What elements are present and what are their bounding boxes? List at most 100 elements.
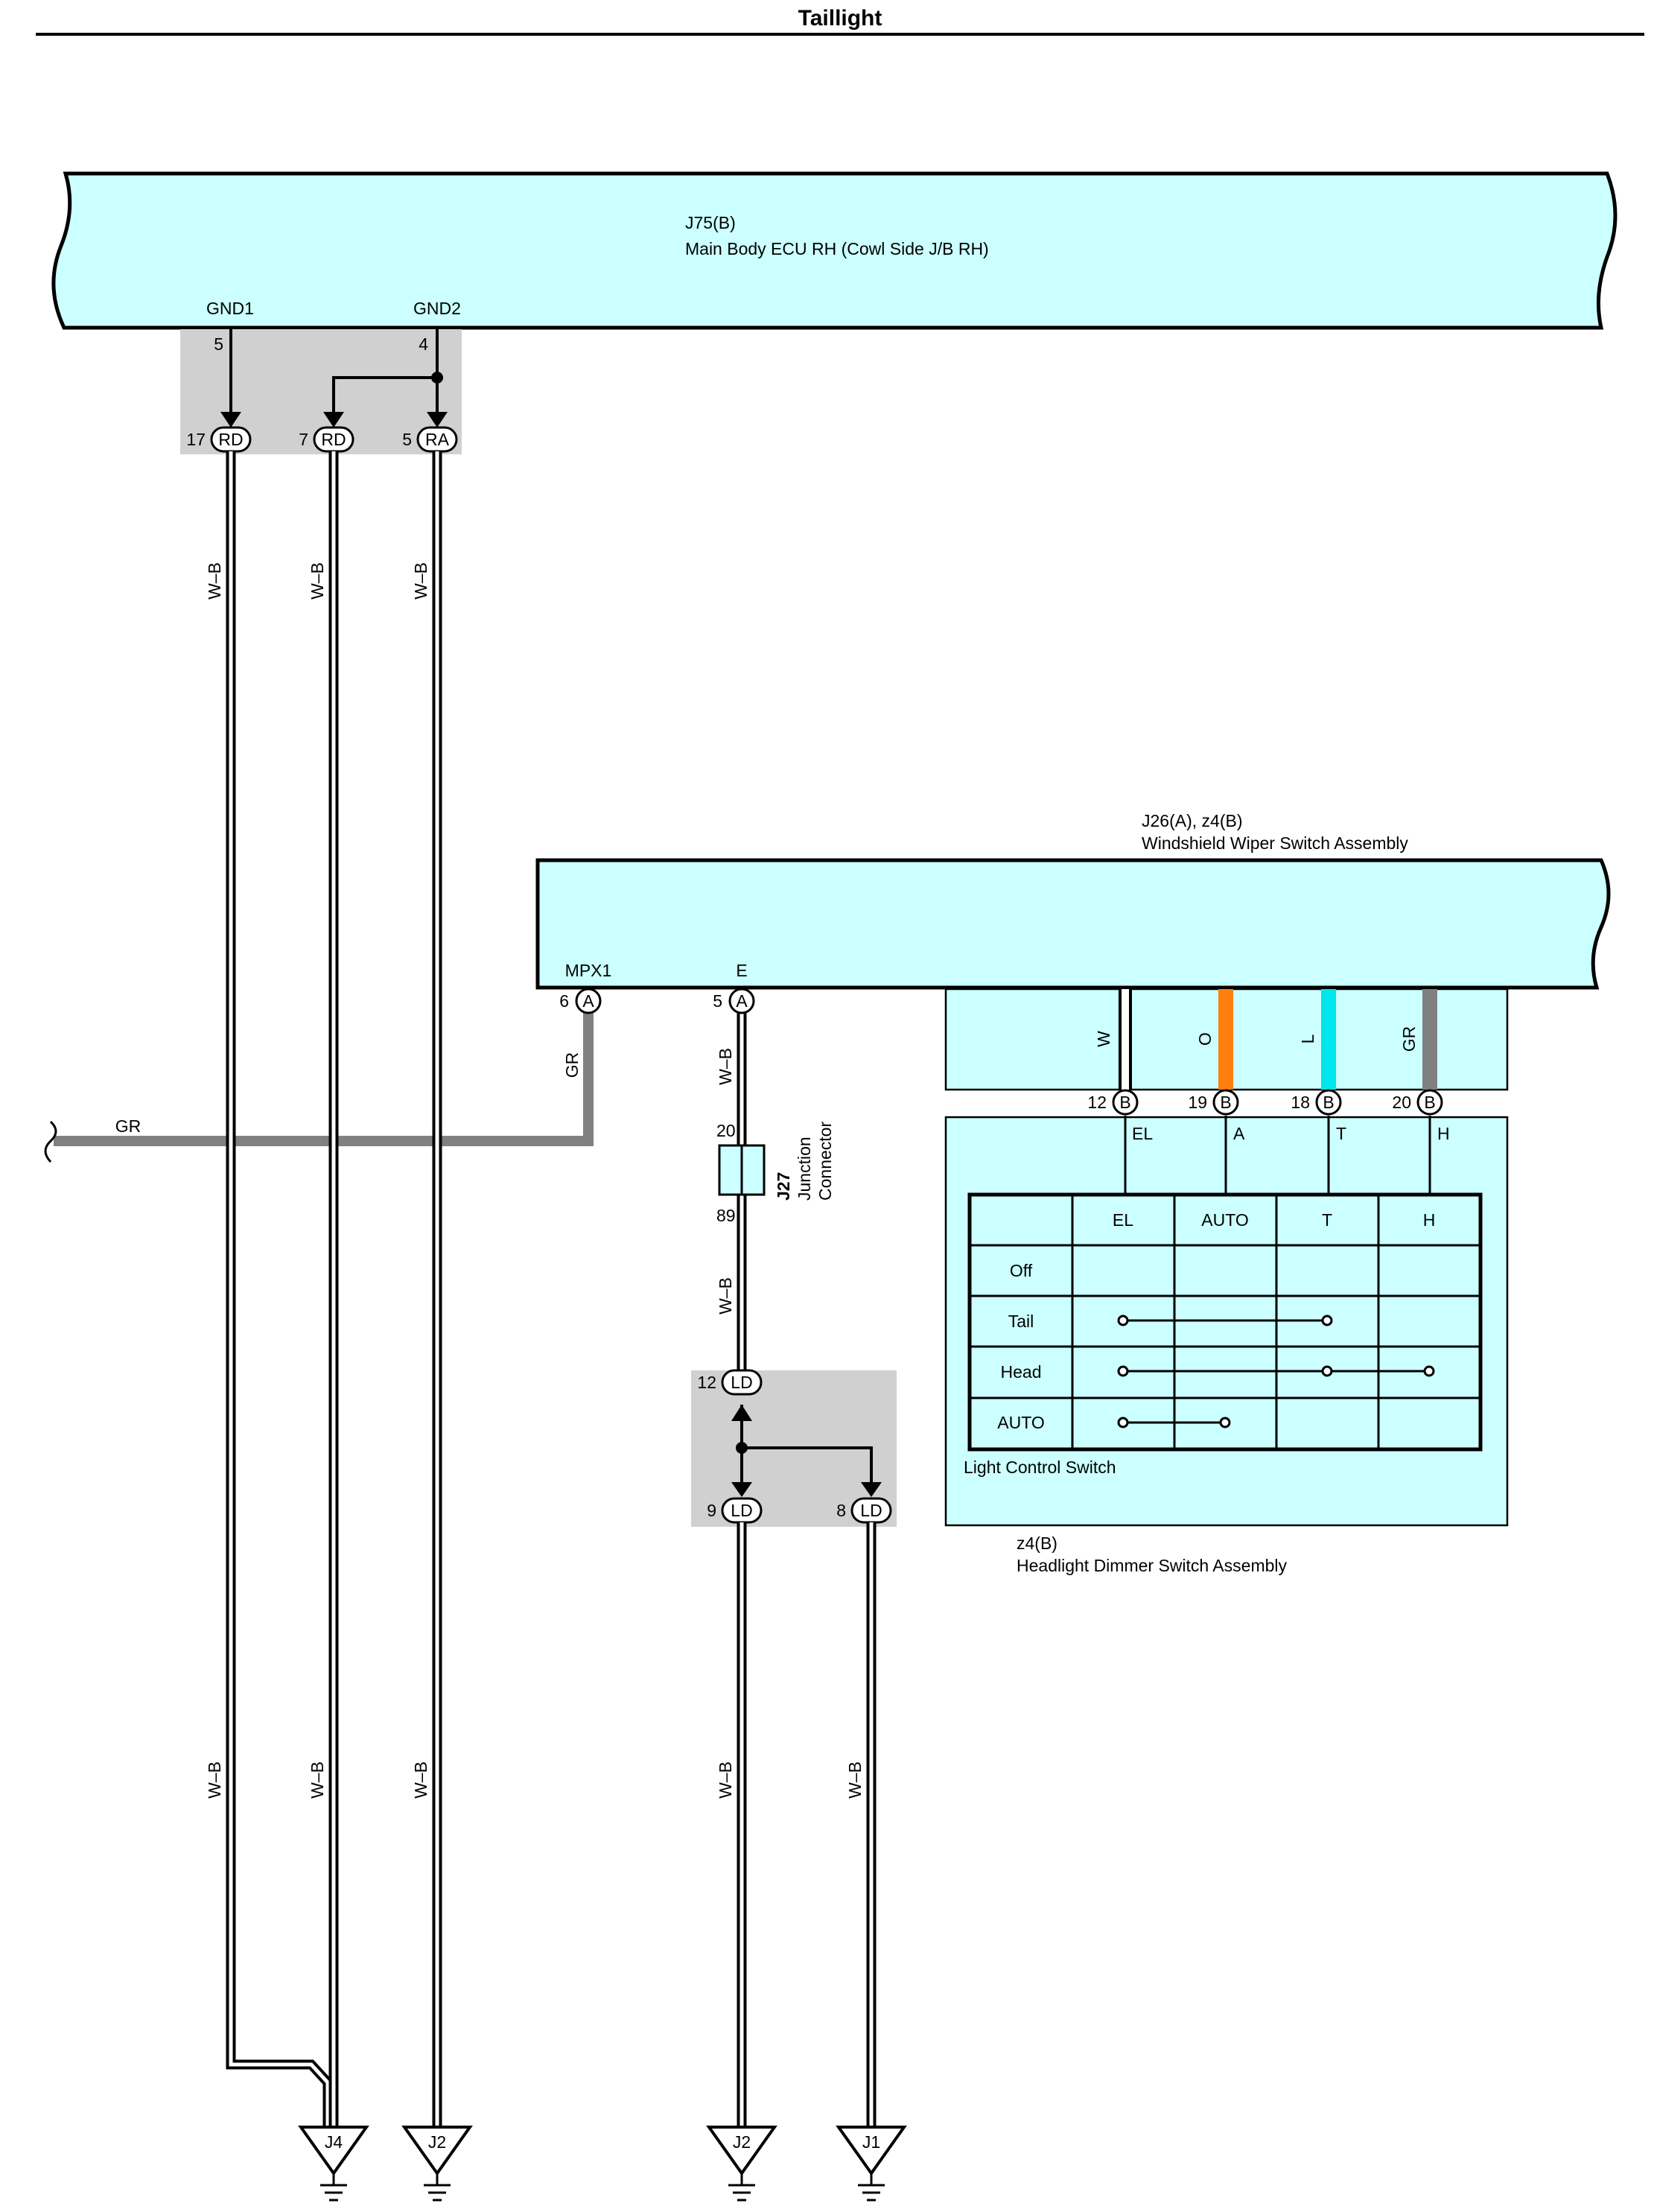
svg-text:LD: LD (731, 1501, 752, 1520)
main-body-ecu: J75(B) Main Body ECU RH (Cowl Side J/B R… (51, 171, 1618, 330)
switch-col-auto: AUTO (1201, 1210, 1248, 1230)
wire-color-l: L (1298, 1034, 1317, 1043)
svg-text:B: B (1220, 1093, 1231, 1112)
wiper-pin-e-name: E (736, 961, 747, 980)
splice-dot (431, 372, 443, 384)
dimmer-code: z4(B) (1017, 1534, 1057, 1553)
ecu-pin-gnd1-number: 5 (214, 334, 223, 354)
connector-b-12: B 12 EL (1087, 1089, 1153, 1143)
svg-text:J2: J2 (428, 2132, 446, 2152)
ecu-code: J75(B) (685, 213, 736, 232)
splice-dot (736, 1442, 748, 1454)
wire-crossings (226, 1134, 442, 1148)
wire-label-wb: W–B (205, 1761, 224, 1799)
ground-j1: J1 (836, 2126, 907, 2202)
svg-text:EL: EL (1132, 1124, 1153, 1143)
wire-gr-mpx1 (44, 1001, 594, 1163)
ecu-pin-gnd2-name: GND2 (413, 299, 461, 318)
connector-b-20: B 20 H (1392, 1089, 1450, 1143)
ld-connector-8: LD 8 (836, 1497, 892, 1524)
ecu-connector-17: RD 17 (186, 426, 252, 453)
dimmer-pin-wires (1124, 1116, 1431, 1195)
switch-col-el: EL (1113, 1210, 1133, 1230)
page-title: Taillight (798, 6, 882, 31)
switch-row-head: Head (1001, 1362, 1042, 1382)
switch-col-h: H (1423, 1210, 1436, 1230)
svg-text:A: A (582, 991, 594, 1011)
switch-col-t: T (1322, 1210, 1332, 1230)
light-control-switch-caption: Light Control Switch (964, 1458, 1116, 1477)
ld-connector-12: LD 12 (697, 1369, 763, 1396)
wire-label-wb: W–B (845, 1761, 865, 1799)
svg-text:5: 5 (713, 991, 722, 1011)
ecu-connector-7: RD 7 (299, 426, 354, 453)
svg-text:J2: J2 (733, 2132, 751, 2152)
ground-j2: J2 (401, 2126, 473, 2202)
wire-color-gr: GR (1399, 1026, 1419, 1052)
light-control-switch-table: EL AUTO T H Off Tail Head AUTO (967, 1192, 1483, 1452)
junction-pin-bottom: 89 (716, 1206, 736, 1225)
wiper-name: Windshield Wiper Switch Assembly (1142, 833, 1408, 853)
svg-text:LD: LD (860, 1501, 882, 1520)
junction-connector: 20 89 J27 Junction Connector (716, 1121, 835, 1225)
ld-arrows (731, 1405, 882, 1497)
wire-label-wb: W–B (411, 1761, 430, 1799)
svg-text:17: 17 (186, 430, 206, 449)
wire-label-gr: GR (115, 1116, 141, 1136)
ecu-arrows (220, 412, 448, 428)
svg-text:H: H (1437, 1124, 1450, 1143)
dimmer-name: Headlight Dimmer Switch Assembly (1017, 1556, 1288, 1575)
connector-a-5: A 5 (713, 988, 755, 1014)
svg-text:RD: RD (321, 430, 346, 449)
connector-a-6: A 6 (559, 988, 602, 1014)
wire-label-wb: W–B (308, 1761, 327, 1799)
switch-row-auto: AUTO (997, 1413, 1044, 1432)
wire-color-o: O (1195, 1032, 1215, 1046)
svg-text:J1: J1 (862, 2132, 880, 2152)
wire-label-wb: W–B (716, 1761, 735, 1799)
svg-text:8: 8 (836, 1501, 846, 1520)
wiper-pin-mpx1-name: MPX1 (565, 961, 612, 980)
svg-text:B: B (1323, 1093, 1334, 1112)
ecu-name: Main Body ECU RH (Cowl Side J/B RH) (685, 239, 989, 258)
ld-connector-9: LD 9 (707, 1497, 763, 1524)
wire-label-wb: W–B (308, 562, 327, 600)
junction-code: J27 (774, 1172, 793, 1201)
wire-wb-gnd1 (226, 451, 333, 2127)
ecu-pin-gnd2-number: 4 (419, 334, 428, 354)
junction-name: Junction (795, 1137, 814, 1201)
wiper-switch-assembly (535, 858, 1611, 990)
svg-text:A: A (1233, 1124, 1245, 1143)
svg-text:20: 20 (1392, 1093, 1411, 1112)
wire-label-wb: W–B (716, 1048, 735, 1085)
connector-b-19: B 19 A (1188, 1089, 1245, 1143)
wire-label-gr: GR (562, 1052, 582, 1078)
svg-text:12: 12 (697, 1373, 716, 1392)
svg-text:18: 18 (1291, 1093, 1310, 1112)
svg-text:RD: RD (218, 430, 243, 449)
switch-row-off: Off (1010, 1261, 1033, 1280)
ground-j4: J4 (298, 2126, 369, 2202)
svg-text:J4: J4 (325, 2132, 343, 2152)
ground-j2: J2 (706, 2126, 777, 2202)
svg-text:RA: RA (425, 430, 450, 449)
svg-text:12: 12 (1087, 1093, 1107, 1112)
ecu-pin-gnd1-name: GND1 (206, 299, 254, 318)
svg-text:19: 19 (1188, 1093, 1207, 1112)
junction-pin-top: 20 (716, 1121, 736, 1140)
junction-name-2: Connector (815, 1122, 835, 1201)
connector-b-18: B 18 T (1291, 1089, 1346, 1143)
svg-text:A: A (736, 991, 748, 1011)
wire-label-wb: W–B (411, 562, 430, 600)
wiper-colored-wires (1119, 989, 1437, 1090)
svg-text:T: T (1336, 1124, 1346, 1143)
wiper-code: J26(A), z4(B) (1142, 811, 1242, 830)
svg-text:7: 7 (299, 430, 308, 449)
svg-text:B: B (1119, 1093, 1130, 1112)
wire-label-wb: W–B (716, 1277, 735, 1315)
svg-text:9: 9 (707, 1501, 716, 1520)
switch-row-tail: Tail (1008, 1312, 1034, 1331)
ecu-connector-5: RA 5 (402, 426, 458, 453)
svg-text:6: 6 (559, 991, 569, 1011)
